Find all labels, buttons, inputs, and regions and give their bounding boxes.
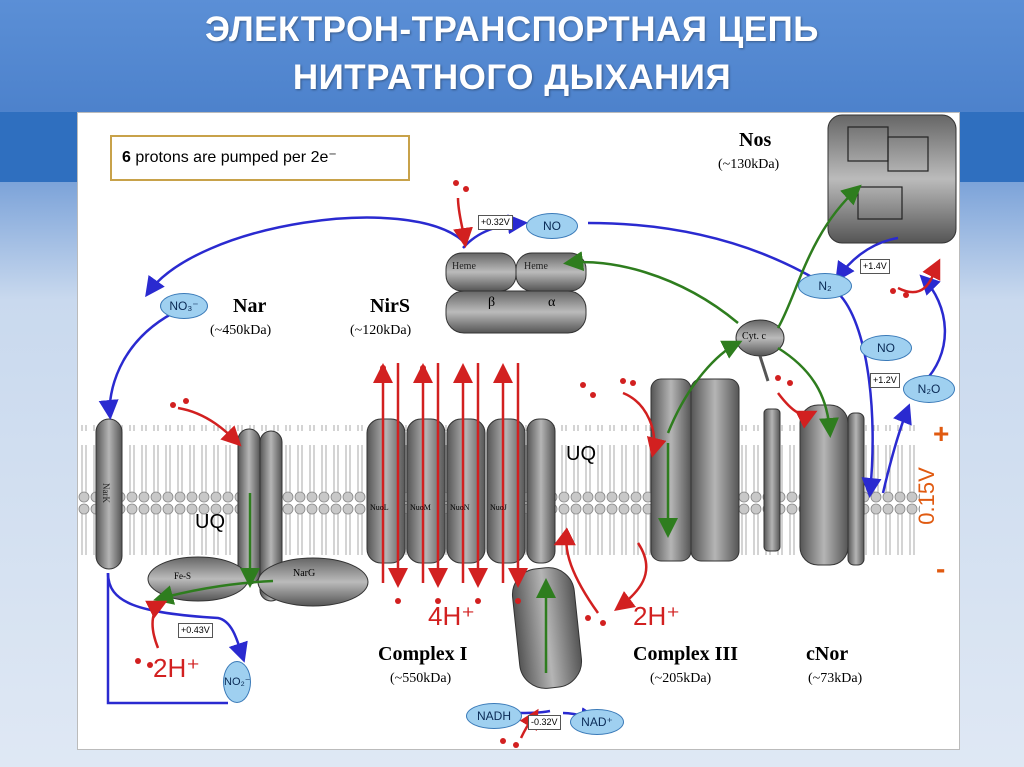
nuom-label: NuoM xyxy=(410,503,431,512)
membrane-plus-sign: + xyxy=(933,418,950,449)
cnor-name: cNor xyxy=(806,643,849,665)
title-line-2: НИТРАТНОГО ДЫХАНИЯ xyxy=(292,58,732,97)
proton-note-text: protons are pumped per 2e⁻ xyxy=(130,149,337,166)
voltage-tag-5: -0.32V xyxy=(528,715,561,730)
nirs-heme-1 xyxy=(445,252,517,292)
nark-label: NarK xyxy=(101,483,111,503)
complex3-mass: (~205kDa) xyxy=(650,671,712,686)
red-proton-arrows xyxy=(145,197,941,739)
complex3-subunit-2 xyxy=(690,378,740,562)
complex3-name: Complex III xyxy=(633,643,739,665)
proton-note: 6 protons are pumped per 2e⁻ xyxy=(110,135,410,181)
cyt-c-label: Cyt. c xyxy=(742,331,766,342)
nar-mass: (~450kDa) xyxy=(210,323,272,338)
nirs-lower xyxy=(445,290,587,334)
cnor-mass: (~73kDa) xyxy=(808,671,863,686)
nuoj-label: NuoJ xyxy=(490,503,507,512)
nos-protein xyxy=(827,114,957,244)
nirs-heme-2 xyxy=(515,252,587,292)
heme-label-1: Heme xyxy=(452,261,476,272)
nar-fes-domain xyxy=(147,556,249,602)
complex1-name: Complex I xyxy=(378,643,468,665)
proton-label-2h-right: 2H⁺ xyxy=(633,601,680,631)
proton-dots xyxy=(135,180,909,748)
complex1-mass: (~550kDa) xyxy=(390,671,452,686)
voltage-tag-4: +0.43V xyxy=(178,623,213,638)
voltage-tag-3: +1.2V xyxy=(870,373,900,388)
diagram-drawing xyxy=(78,114,957,748)
membrane-potential: 0.15V xyxy=(913,467,939,525)
n2-molecule: N₂ xyxy=(798,273,852,299)
membrane-minus-sign: - xyxy=(936,553,946,584)
uq-label-left: UQ xyxy=(195,511,225,533)
uq-label-mid: UQ xyxy=(566,443,596,465)
narg-domain xyxy=(257,557,369,607)
cnor-subunit-c xyxy=(847,412,865,566)
voltage-tag-1: +0.32V xyxy=(478,215,513,230)
nirs-mass: (~120kDa) xyxy=(350,323,412,338)
no2-molecule: NO₂⁻ xyxy=(223,661,251,703)
narg-label: NarG xyxy=(293,568,316,579)
nad-molecule: NAD⁺ xyxy=(570,709,624,735)
beta-label: β xyxy=(488,295,496,310)
voltage-tag-2: +1.4V xyxy=(860,259,890,274)
cnor-subunit-b xyxy=(799,404,849,566)
no3-molecule: NO₃⁻ xyxy=(160,293,208,319)
title-line-1: ЭЛЕКТРОН-ТРАНСПОРТНАЯ ЦЕПЬ xyxy=(205,10,819,49)
nuon-label: NuoN xyxy=(450,503,470,512)
fes-label: Fe-S xyxy=(174,571,192,581)
nos-mass: (~130kDa) xyxy=(718,157,780,172)
nar-subunit-2 xyxy=(259,430,283,602)
cyt-c-anchor xyxy=(763,408,781,552)
diagram-panel: 6 protons are pumped per 2e⁻ Nar (~450kD… xyxy=(77,112,960,750)
proton-count: 6 xyxy=(122,149,131,166)
nar-name: Nar xyxy=(233,295,267,317)
nadh-molecule: NADH xyxy=(466,703,522,729)
complex1-membrane-arm xyxy=(366,418,556,564)
no-molecule-top: NO xyxy=(526,213,578,239)
page-title: ЭЛЕКТРОН-ТРАНСПОРТНАЯ ЦЕПЬ НИТРАТНОГО ДЫ… xyxy=(0,6,1024,102)
nuol-label: NuoL xyxy=(370,503,389,512)
proton-label-4h: 4H⁺ xyxy=(428,601,475,631)
complex3-subunit-1 xyxy=(650,378,692,562)
proton-label-2h-left: 2H⁺ xyxy=(153,653,200,683)
heme-label-2: Heme xyxy=(524,261,548,272)
no-molecule-right: NO xyxy=(860,335,912,361)
green-electron-arrows xyxy=(153,184,862,673)
alpha-label: α xyxy=(548,295,556,310)
n2o-molecule: N₂O xyxy=(903,375,955,403)
nirs-name: NirS xyxy=(370,295,410,317)
nos-name: Nos xyxy=(739,129,772,151)
